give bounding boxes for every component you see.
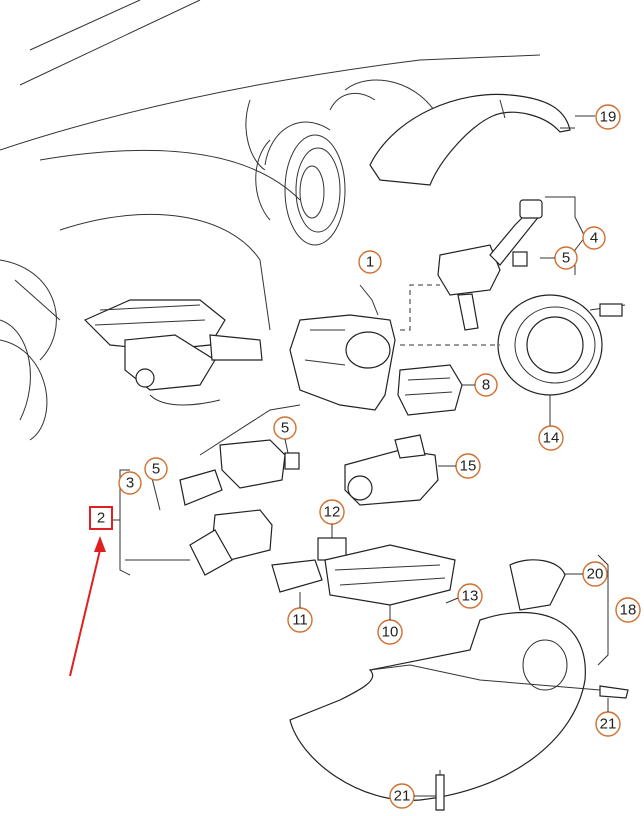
callout-3: 3 xyxy=(118,471,142,495)
callout-5b: 5 xyxy=(273,416,297,440)
svg-text:20: 20 xyxy=(587,566,604,583)
callout-13: 13 xyxy=(457,583,483,609)
callout-12: 12 xyxy=(319,499,345,525)
svg-text:5: 5 xyxy=(281,420,289,437)
cruise-control-switch xyxy=(125,509,273,576)
svg-text:11: 11 xyxy=(292,612,308,629)
steering-column xyxy=(83,299,263,406)
svg-text:21: 21 xyxy=(600,716,617,733)
svg-text:3: 3 xyxy=(126,475,134,492)
svg-text:8: 8 xyxy=(482,377,490,394)
clock-spring xyxy=(400,294,626,430)
highlight-box xyxy=(89,506,113,530)
lower-trim-shroud xyxy=(289,612,629,811)
callout-21a: 21 xyxy=(595,711,621,737)
turn-signal-switch xyxy=(179,404,301,506)
callout-19: 19 xyxy=(595,104,621,130)
svg-text:5: 5 xyxy=(562,250,570,267)
trim-ring xyxy=(509,554,609,666)
svg-text:2: 2 xyxy=(97,510,105,527)
svg-text:21: 21 xyxy=(394,788,411,805)
callout-4: 4 xyxy=(582,226,606,250)
callout-5a: 5 xyxy=(554,246,578,270)
dashboard-outline xyxy=(0,0,541,441)
highlight-arrow xyxy=(69,506,113,677)
callout-2: 2 xyxy=(97,510,105,527)
callout-20: 20 xyxy=(582,561,608,587)
callout-18: 18 xyxy=(615,597,641,623)
upper-trim-shroud xyxy=(369,93,595,186)
svg-text:4: 4 xyxy=(590,230,598,247)
ignition-lock xyxy=(344,434,439,506)
callout-15: 15 xyxy=(455,453,481,479)
svg-text:14: 14 xyxy=(543,430,560,447)
steering-column-switch-housing xyxy=(289,284,440,411)
callout-8: 8 xyxy=(474,373,498,397)
callout-1: 1 xyxy=(358,250,382,274)
relay-module xyxy=(271,559,323,593)
svg-text:19: 19 xyxy=(600,109,617,126)
callout-11: 11 xyxy=(287,607,313,633)
callout-21b: 21 xyxy=(389,783,415,809)
svg-text:10: 10 xyxy=(382,624,399,641)
callout-5c: 5 xyxy=(144,457,168,481)
steering-column-electronics xyxy=(324,544,456,606)
svg-text:1: 1 xyxy=(366,254,374,271)
svg-text:13: 13 xyxy=(462,588,479,605)
svg-text:12: 12 xyxy=(324,504,341,521)
callout-10: 10 xyxy=(377,619,403,645)
leader-lines xyxy=(284,257,609,797)
svg-text:5: 5 xyxy=(152,461,160,478)
svg-text:18: 18 xyxy=(620,602,637,619)
control-module xyxy=(397,364,463,416)
callout-14: 14 xyxy=(538,425,564,451)
svg-text:15: 15 xyxy=(460,458,477,475)
